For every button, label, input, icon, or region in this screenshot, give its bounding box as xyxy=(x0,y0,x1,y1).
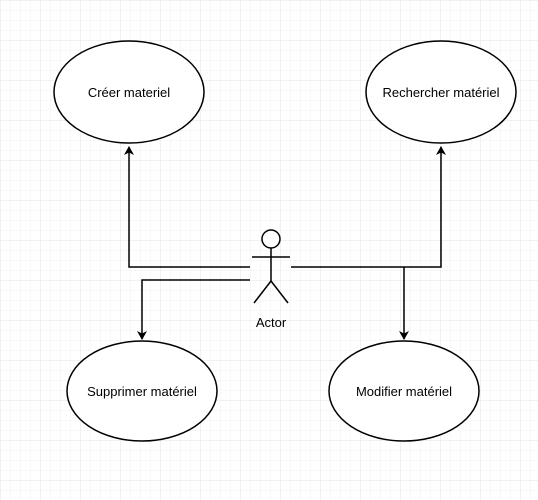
use-case-create-ellipse xyxy=(53,40,205,144)
use-case-modify-label: Modifier matériel xyxy=(356,384,452,399)
use-case-modify[interactable]: Modifier matériel xyxy=(328,340,480,442)
connector-actor-to-create[interactable] xyxy=(124,146,250,268)
use-case-modify-ellipse xyxy=(328,340,480,442)
use-case-create[interactable]: Créer materiel xyxy=(53,40,205,144)
use-case-create-label: Créer materiel xyxy=(88,85,170,100)
actor-label: Actor xyxy=(256,315,287,330)
use-case-search-ellipse xyxy=(365,40,517,144)
use-case-delete[interactable]: Supprimer matériel xyxy=(66,340,218,442)
actor[interactable]: Actor xyxy=(252,229,290,330)
connector-actor-to-search[interactable] xyxy=(291,146,446,268)
connectors xyxy=(124,146,446,340)
use-case-search[interactable]: Rechercher matériel xyxy=(365,40,517,144)
use-case-delete-label: Supprimer matériel xyxy=(87,384,197,399)
actor-icon xyxy=(252,229,290,304)
connector-actor-to-delete[interactable] xyxy=(137,279,250,340)
use-case-search-label: Rechercher matériel xyxy=(382,85,499,100)
use-case-delete-ellipse xyxy=(66,340,218,442)
